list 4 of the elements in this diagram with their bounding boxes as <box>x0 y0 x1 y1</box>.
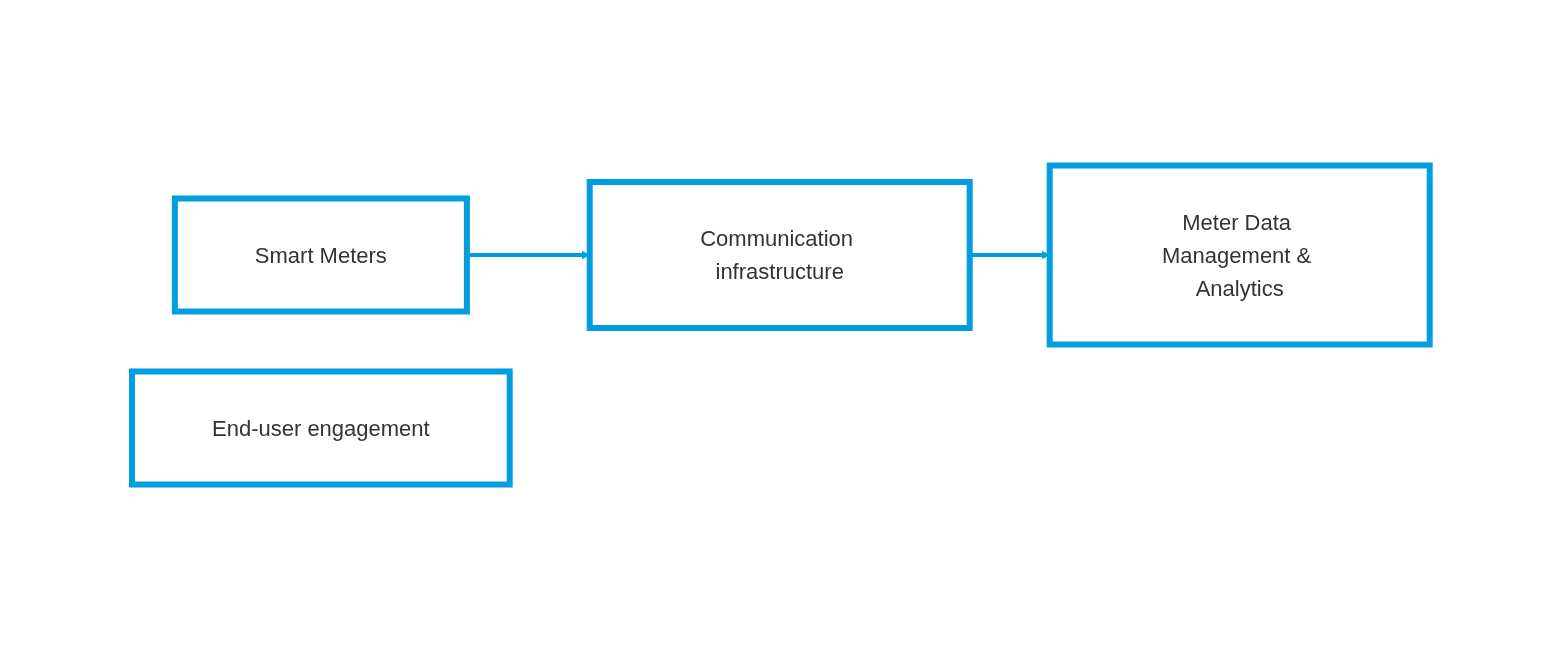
node-box: Communication infrastructure <box>586 179 973 331</box>
node-box: Smart Meters <box>172 195 470 315</box>
node-box: Meter Data Management & Analytics <box>1046 162 1433 348</box>
node-box: End-user engagement <box>129 368 513 488</box>
